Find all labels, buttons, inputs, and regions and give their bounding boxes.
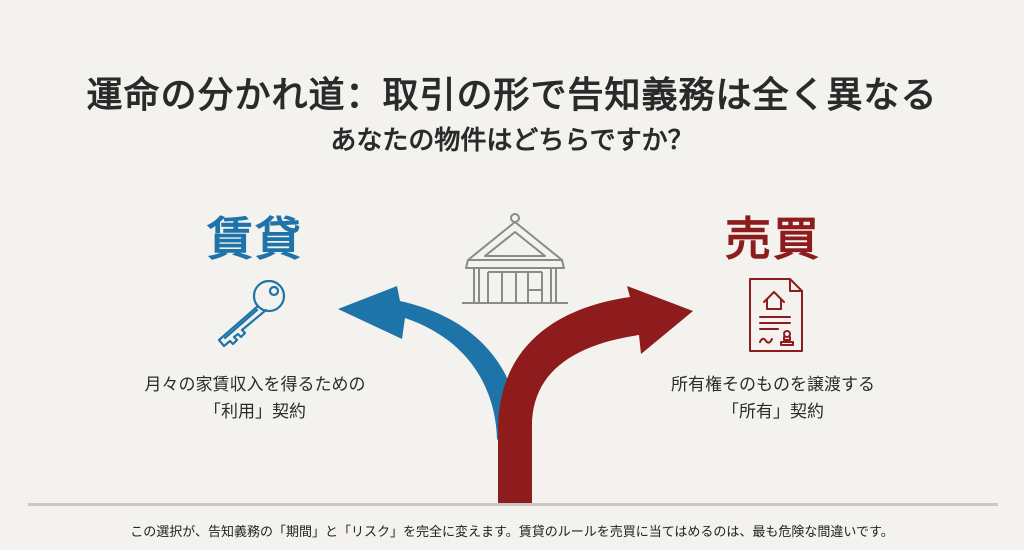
sale-heading: 売買	[725, 212, 821, 266]
sale-description-line1: 所有権そのものを譲渡する	[671, 375, 875, 395]
rental-description-line1: 月々の家賃収入を得るための	[144, 375, 366, 395]
rental-description-line2: 「利用」契約	[204, 402, 306, 422]
contract-document-icon	[749, 278, 803, 352]
rental-description: 月々の家賃収入を得るための 「利用」契約	[105, 372, 405, 426]
sale-description-line2: 「所有」契約	[722, 402, 824, 422]
baseline-divider	[28, 503, 998, 506]
sale-arrow	[498, 286, 693, 503]
house-icon	[462, 213, 568, 304]
footer-note: この選択が、告知義務の「期間」と「リスク」を完全に変えます。賃貸のルールを売買に…	[130, 525, 894, 540]
rental-heading: 賃貸	[207, 212, 303, 266]
sale-description: 所有権そのものを譲渡する 「所有」契約	[623, 372, 923, 426]
page-subtitle: あなたの物件はどちらですか？	[330, 126, 694, 156]
key-icon	[217, 279, 286, 348]
page-title: 運命の分かれ道：取引の形で告知義務は全く異なる	[86, 74, 938, 116]
rental-arrow	[338, 286, 518, 440]
